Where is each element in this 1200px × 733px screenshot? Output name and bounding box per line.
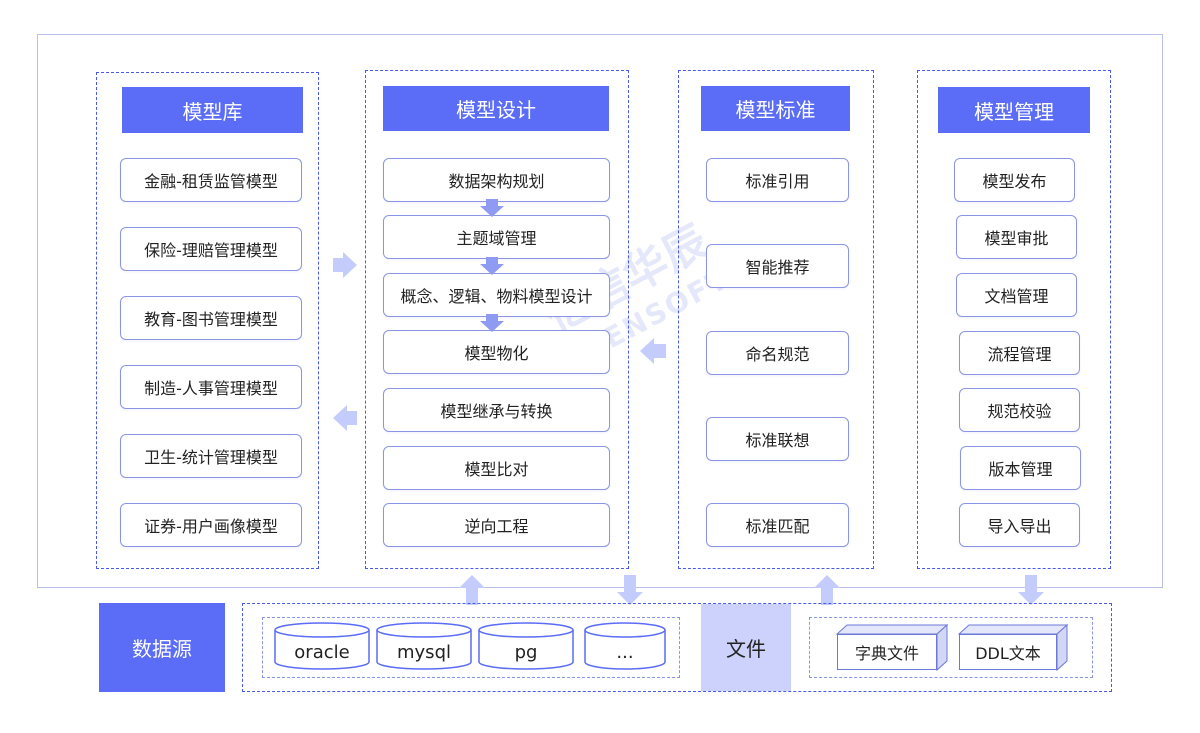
data-source-label: 数据源: [99, 603, 225, 692]
model-design-item[interactable]: 主题域管理: [383, 215, 610, 259]
model-standard-item[interactable]: 标准匹配: [706, 503, 849, 547]
model-management-item[interactable]: 流程管理: [959, 331, 1080, 375]
database-icon: [478, 622, 574, 670]
database-icon: [584, 622, 666, 670]
model-management-title: 模型管理: [938, 87, 1090, 133]
model-design-item[interactable]: 概念、逻辑、物料模型设计: [383, 273, 610, 317]
database-label-mysql: mysql: [397, 642, 451, 663]
database-icon: [274, 622, 370, 670]
model-management-item[interactable]: 模型发布: [954, 158, 1075, 202]
model-management-panel: [917, 70, 1111, 569]
arrow-up-icon: [814, 575, 840, 605]
arrow-right-icon: [333, 252, 357, 278]
model-standard-item[interactable]: 命名规范: [706, 331, 849, 375]
model-standard-panel: [678, 70, 874, 569]
model-library-panel: [96, 72, 319, 569]
model-management-item[interactable]: 模型审批: [956, 215, 1077, 259]
model-library-item[interactable]: 金融-租赁监管模型: [120, 158, 302, 202]
model-design-title: 模型设计: [383, 86, 609, 131]
model-standard-item[interactable]: 智能推荐: [706, 244, 849, 288]
model-library-item[interactable]: 保险-理赔管理模型: [120, 227, 302, 271]
model-design-panel: [365, 70, 629, 569]
platform-frame: [37, 34, 1163, 588]
model-design-item[interactable]: 模型比对: [383, 446, 610, 490]
model-standard-title: 模型标准: [701, 86, 850, 131]
model-management-item[interactable]: 文档管理: [956, 273, 1077, 317]
model-library-item[interactable]: 教育-图书管理模型: [120, 296, 302, 340]
flow-arrow-down-icon: [480, 199, 504, 217]
database-label-pg: pg: [515, 642, 538, 663]
model-standard-item[interactable]: 标准联想: [706, 417, 849, 461]
flow-arrow-down-icon: [480, 257, 504, 275]
dictionary-file-icon: [835, 623, 949, 672]
arrow-up-icon: [459, 575, 485, 605]
model-library-item[interactable]: 证券-用户画像模型: [120, 503, 302, 547]
ddl-text-icon: [957, 623, 1069, 672]
file-label: 文件: [701, 604, 791, 691]
model-design-item[interactable]: 模型继承与转换: [383, 388, 610, 432]
model-design-item[interactable]: 数据架构规划: [383, 158, 610, 202]
arrow-down-icon: [1018, 575, 1044, 605]
data-source-panel: [242, 603, 1112, 692]
model-standard-item[interactable]: 标准引用: [706, 158, 849, 202]
arrow-left-icon: [333, 405, 357, 431]
model-design-item[interactable]: 模型物化: [383, 330, 610, 374]
database-group: [262, 617, 680, 678]
database-cylinders: oracle mysql pg ...: [274, 622, 666, 670]
database-icon: [376, 622, 472, 670]
model-library-title: 模型库: [122, 87, 303, 133]
model-design-item[interactable]: 逆向工程: [383, 503, 610, 547]
database-label-oracle: oracle: [294, 642, 349, 663]
file-group: [809, 617, 1093, 678]
model-library-item[interactable]: 制造-人事管理模型: [120, 365, 302, 409]
database-label-more: ...: [616, 642, 633, 663]
arrow-down-icon: [617, 575, 643, 605]
dictionary-file[interactable]: 字典文件: [837, 634, 937, 670]
model-management-item[interactable]: 导入导出: [959, 503, 1080, 547]
flow-arrow-down-icon: [480, 314, 504, 332]
model-library-item[interactable]: 卫生-统计管理模型: [120, 434, 302, 478]
ddl-text-file[interactable]: DDL文本: [959, 634, 1057, 670]
arrow-left-icon: [640, 338, 666, 364]
model-management-item[interactable]: 规范校验: [959, 388, 1080, 432]
model-management-item[interactable]: 版本管理: [960, 446, 1081, 490]
